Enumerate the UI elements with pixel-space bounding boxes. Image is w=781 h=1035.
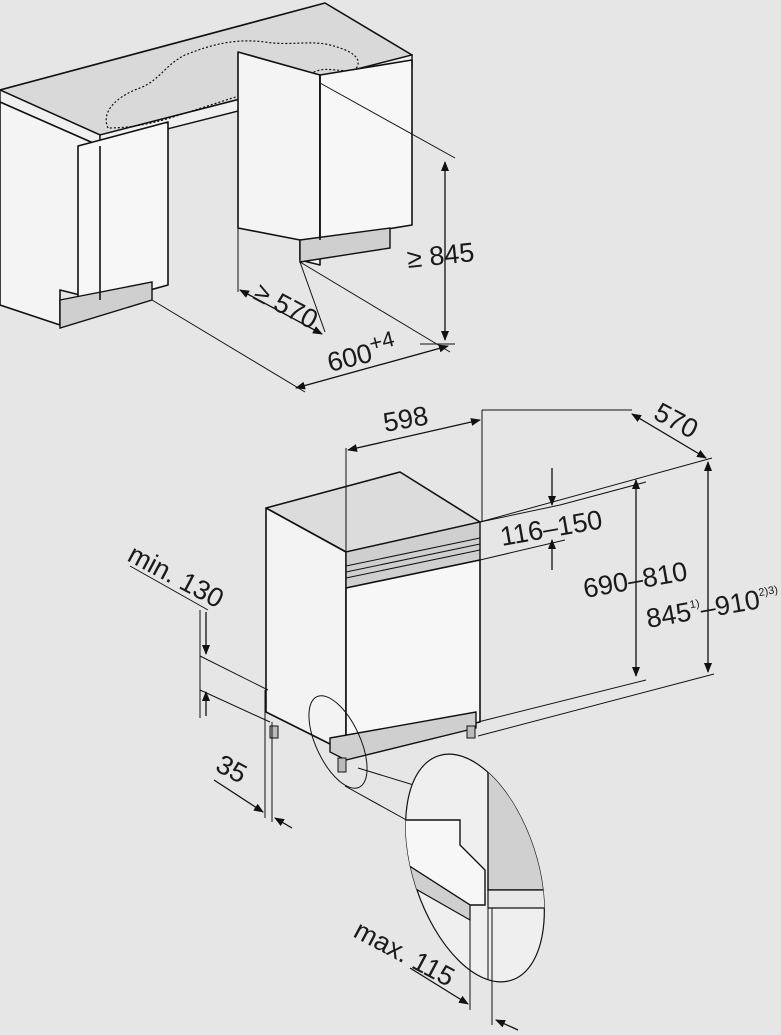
label-plinth-height: min. 130 <box>123 539 229 614</box>
appliance-base <box>329 711 477 761</box>
label-plinth-depth: 35 <box>211 749 252 790</box>
label-door-height: 690–810 <box>581 556 690 604</box>
foot-front-right <box>466 725 476 739</box>
right-cabinet-niche-side <box>237 51 321 266</box>
foot-front-left <box>337 757 347 773</box>
appliance-side <box>265 507 347 753</box>
worktop-cutout-outline <box>105 40 359 129</box>
foot-back-left <box>269 725 279 739</box>
right-cabinet-front <box>319 59 413 241</box>
left-cabinet-front <box>77 121 169 311</box>
label-depth-min: ≥ 570 <box>249 277 323 335</box>
label-niche-width: 600+4 <box>323 326 400 378</box>
label-depth: 570 <box>649 397 703 445</box>
right-cabinet-plinth <box>299 227 391 263</box>
cabinet-niche-illustration: ≥ 845 ≥ 570 600+4 <box>0 2 476 393</box>
detail-marker-small <box>308 695 368 789</box>
label-panel-gap: 116–150 <box>498 504 605 551</box>
detail-zoom: max. 115 <box>344 753 561 1031</box>
label-height-min: ≥ 845 <box>405 237 475 274</box>
